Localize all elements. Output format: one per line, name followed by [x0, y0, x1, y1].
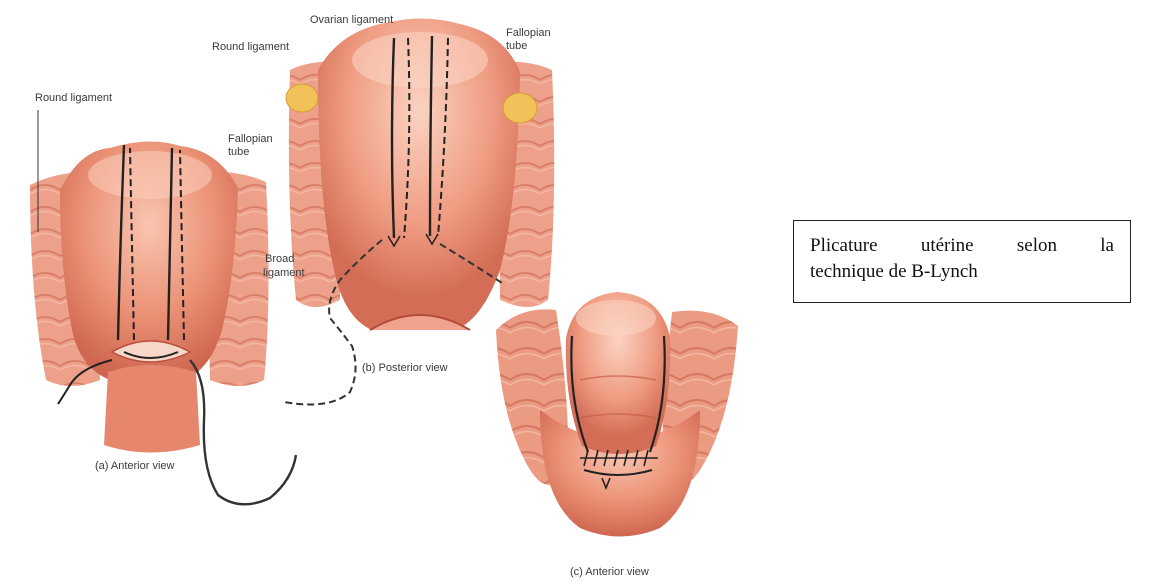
figure-caption-box: Plicature utérine selon la technique de … [793, 220, 1131, 303]
panel-a-label-broad-ligament-line1: Broad [265, 253, 294, 266]
panel-a-cervix [104, 365, 200, 453]
panel-a-label-round-ligament: Round ligament [35, 92, 112, 105]
panel-a-illustration [30, 110, 296, 504]
panel-a-label-fallopian-tube-line2: tube [228, 146, 249, 159]
panel-b-label-fallopian-tube-line2: tube [506, 40, 527, 53]
caption-line-1: Plicature utérine selon la [810, 233, 1114, 259]
panel-b-caption: (b) Posterior view [362, 362, 448, 375]
panel-b-label-fallopian-tube-line1: Fallopian [506, 27, 551, 40]
panel-a-label-broad-ligament-line2: ligament [263, 267, 305, 280]
panel-c-illustration [496, 292, 738, 537]
panel-b-ovary-left [286, 84, 318, 112]
panel-a-label-fallopian-tube-line1: Fallopian [228, 133, 273, 146]
caption-line-2: technique de B-Lynch [810, 259, 1114, 285]
panel-b-ovary-right [503, 93, 537, 123]
panel-b-label-ovarian-ligament: Ovarian ligament [310, 14, 393, 27]
panel-c-caption: (c) Anterior view [570, 566, 649, 579]
panel-b-label-round-ligament: Round ligament [212, 41, 289, 54]
panel-a-caption: (a) Anterior view [95, 460, 174, 473]
